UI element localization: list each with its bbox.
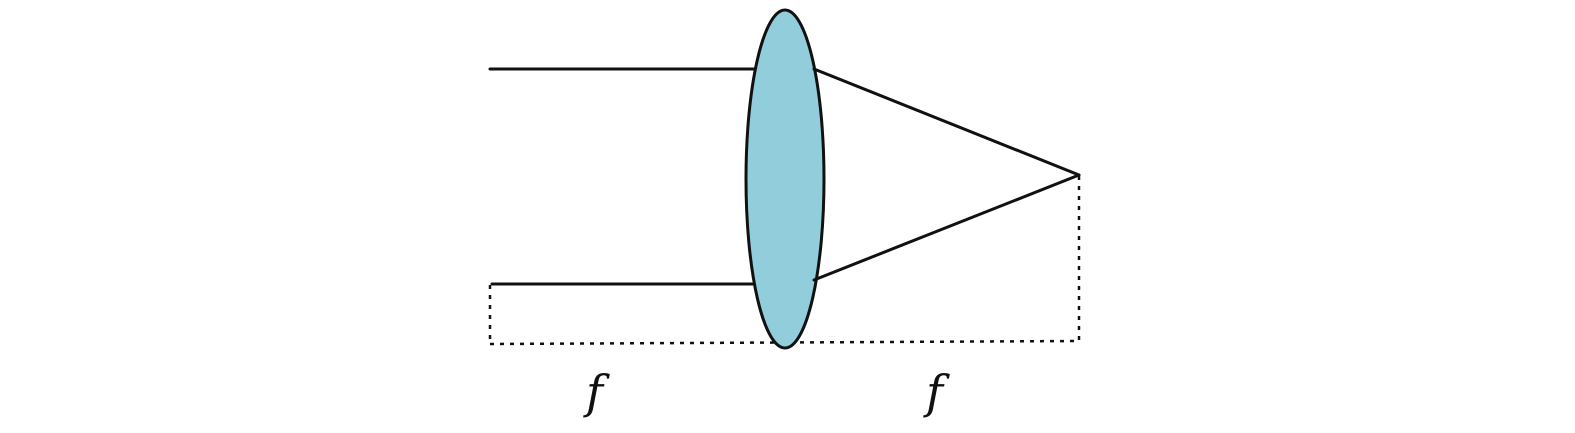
refracted-ray-top: [812, 67, 1081, 177]
convex-lens: [744, 8, 826, 350]
focal-length-label-right: f: [923, 365, 950, 419]
bottom-guide: [489, 339, 1080, 346]
focal-length-label-left: f: [583, 365, 610, 419]
refracted-ray-bottom: [812, 173, 1081, 282]
focal-guides: [488, 176, 1081, 346]
